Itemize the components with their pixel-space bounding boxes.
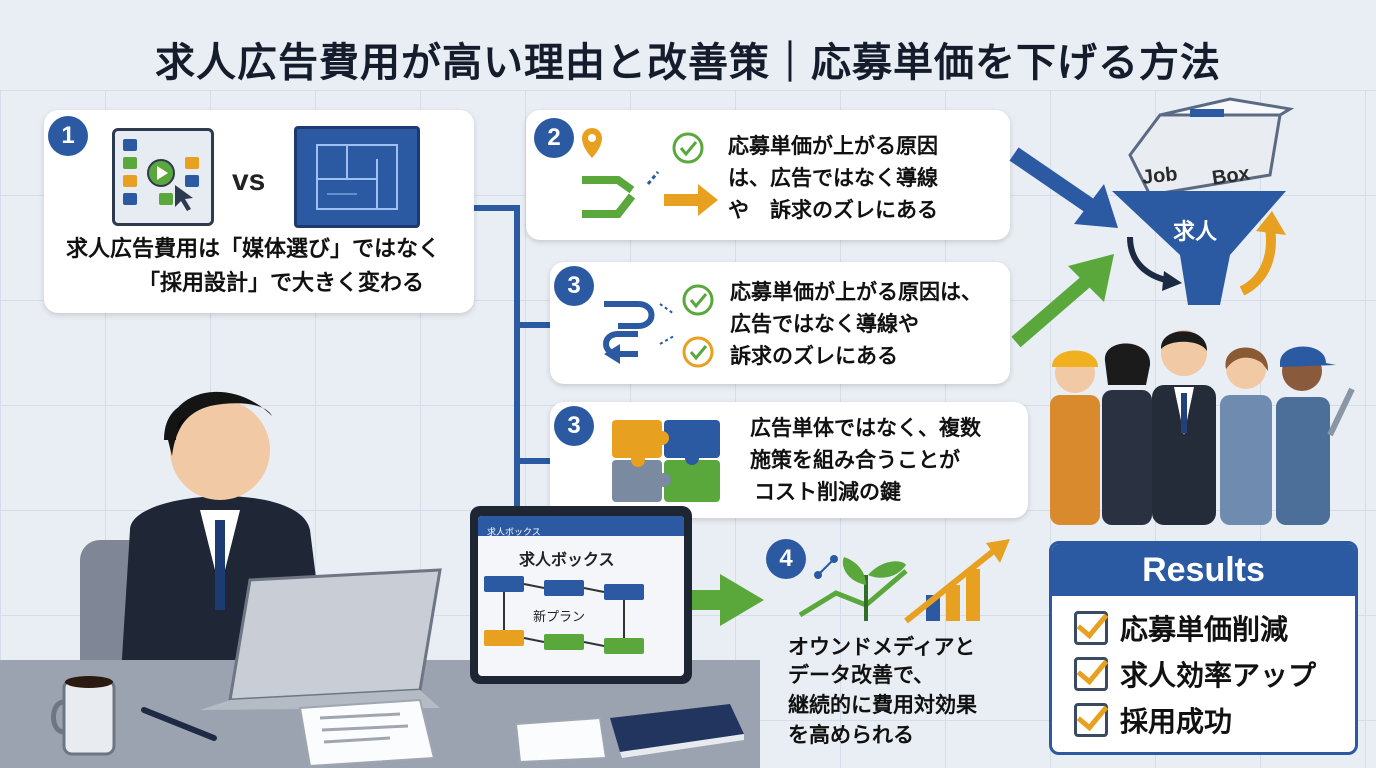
job-box-left-label: Job bbox=[1140, 163, 1179, 189]
funnel-label: 求人 bbox=[1173, 220, 1218, 245]
result-item-label: 応募単価削減 bbox=[1120, 613, 1289, 646]
card-2-text-line-3: や 訴求のズレにある bbox=[728, 198, 938, 222]
puzzle-icon bbox=[612, 420, 720, 502]
app-grid-icon bbox=[112, 128, 214, 226]
laptop-url-text: 求人ボックス bbox=[487, 528, 541, 538]
checkbox-icon bbox=[1074, 657, 1108, 691]
card-3b-text-line-2: 施策を組み合うことが bbox=[750, 448, 960, 472]
coffee-mug-icon bbox=[51, 676, 116, 756]
card-3b-text-line-3: コスト削減の鍵 bbox=[754, 480, 901, 504]
connector-line bbox=[514, 322, 552, 328]
result-item-1: 応募単価削減 bbox=[1074, 608, 1288, 648]
card-2-number: 2 bbox=[534, 118, 574, 158]
paper-document-icon bbox=[298, 698, 436, 768]
card-3b: 3 広告単体ではなく、複数 施策を組み合うことが コスト削減の鍵 bbox=[550, 402, 1028, 518]
laptop-screen-title: 求人ボックス bbox=[519, 550, 615, 569]
growth-chart-icon bbox=[798, 539, 1010, 624]
checkbox-icon bbox=[1074, 703, 1108, 737]
card-1-number: 1 bbox=[48, 116, 88, 156]
card-1-text-line-1: 求人広告費用は「媒体選び」ではなく bbox=[66, 237, 441, 262]
page-title: 求人広告費用が高い理由と改善策｜応募単価を下げる方法 bbox=[155, 40, 1221, 86]
card-4-number: 4 bbox=[766, 539, 806, 579]
laptop-front-icon bbox=[200, 568, 442, 710]
card-1: 1 vs bbox=[44, 110, 474, 313]
card-3b-number: 3 bbox=[554, 406, 594, 446]
card-3b-text-line-1: 広告単体ではなく、複数 bbox=[750, 416, 981, 440]
card-3a-text-line-3: 訴求のズレにある bbox=[730, 344, 898, 368]
card-4: 4 オウンドメディアと データ改善で、 継続的に費用対効果 を高められる bbox=[760, 535, 1030, 755]
funnel-icon bbox=[1112, 97, 1295, 305]
card-3a-number: 3 bbox=[554, 266, 594, 306]
notepad-icon bbox=[514, 716, 608, 764]
route-arrows-icon bbox=[582, 128, 718, 218]
blueprint-icon bbox=[294, 126, 420, 228]
vs-label: vs bbox=[232, 164, 266, 197]
card-3a-text-line-1: 応募単価が上がる原因は、 bbox=[730, 280, 982, 304]
results-panel: Results 応募単価削減 求人効率アップ 採用成功 bbox=[1049, 541, 1358, 755]
laptop-plan-label: 新プラン bbox=[533, 610, 586, 625]
card-2-text-line-1: 応募単価が上がる原因 bbox=[728, 134, 938, 158]
card-4-text-line-1: オウンドメディアと bbox=[788, 635, 976, 659]
connector-line bbox=[514, 458, 552, 464]
result-item-2: 求人効率アップ bbox=[1074, 654, 1316, 694]
pen-icon bbox=[141, 707, 217, 741]
card-1-text-line-2: 「採用設計」で大きく変わる bbox=[138, 271, 425, 296]
result-item-label: 採用成功 bbox=[1120, 705, 1233, 738]
result-item-3: 採用成功 bbox=[1074, 700, 1232, 740]
card-4-text-line-2: データ改善で、 bbox=[788, 663, 935, 687]
card-2-text-line-2: は、広告ではなく導線 bbox=[728, 166, 938, 190]
connector-line bbox=[470, 205, 520, 211]
job-box-funnel: Job Box bbox=[1090, 95, 1310, 315]
flowchart-icon bbox=[484, 576, 644, 654]
notebook-icon bbox=[610, 704, 744, 758]
card-2: 2 応募単価が上がる原因 は、広告ではなく導線 や 訴求のズレにある bbox=[526, 110, 1010, 240]
card-4-text-line-4: を高められる bbox=[788, 723, 914, 747]
reroute-arrows-icon bbox=[603, 284, 714, 368]
card-4-text-line-3: 継続的に費用対効果 bbox=[788, 693, 977, 717]
checkbox-icon bbox=[1074, 611, 1108, 645]
results-heading: Results bbox=[1052, 544, 1355, 596]
workers-group-illustration bbox=[1040, 315, 1360, 525]
arrow-up-green-icon bbox=[1011, 254, 1114, 348]
connector-line bbox=[514, 205, 520, 525]
result-item-label: 求人効率アップ bbox=[1120, 659, 1317, 692]
card-3a-text-line-2: 広告ではなく導線や bbox=[730, 312, 919, 336]
arrow-to-funnel-icon bbox=[1009, 147, 1118, 228]
card-3a: 3 応募単価が上がる原因は、 広告ではなく導線や 訴求のズレにある bbox=[550, 262, 1010, 384]
